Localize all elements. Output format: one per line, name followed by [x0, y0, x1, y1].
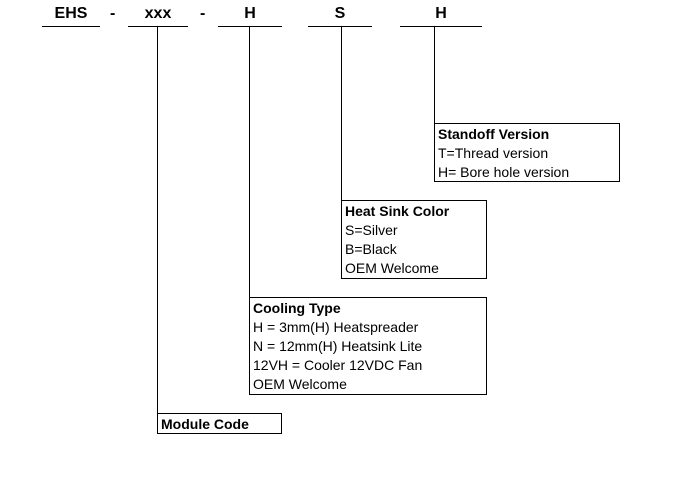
code-segment-color: S [334, 5, 346, 22]
connector-cooling [249, 27, 250, 323]
cooling-type-title: Cooling Type [253, 300, 341, 316]
cooling-type-box: Cooling Type H = 3mm(H) Heatspreader N =… [249, 297, 487, 395]
code-segment-series: EHS [54, 5, 88, 22]
connector-color [341, 27, 342, 228]
code-underline-module [128, 26, 188, 27]
module-code-title: Module Code [161, 416, 249, 432]
code-underline-color [308, 26, 372, 27]
module-code-box: Module Code [157, 413, 282, 434]
code-underline-standoff [400, 26, 482, 27]
color-option: B=Black [345, 241, 397, 257]
standoff-option: H= Bore hole version [438, 164, 570, 180]
code-segment-module: xxx [144, 5, 172, 22]
heat-sink-color-box: Heat Sink Color S=Silver B=Black OEM Wel… [341, 200, 487, 279]
connector-module [157, 27, 158, 432]
color-option: S=Silver [345, 222, 398, 238]
standoff-version-title: Standoff Version [438, 126, 550, 142]
connector-standoff [434, 27, 435, 151]
heat-sink-color-title: Heat Sink Color [345, 203, 450, 219]
code-underline-series [42, 26, 100, 27]
code-separator: - [200, 5, 206, 22]
color-option: OEM Welcome [345, 260, 439, 276]
code-underline-cooling [218, 26, 282, 27]
cooling-option: N = 12mm(H) Heatsink Lite [253, 338, 423, 354]
code-segment-standoff: H [435, 5, 447, 22]
cooling-option: OEM Welcome [253, 376, 347, 392]
standoff-version-box: Standoff Version T=Thread version H= Bor… [434, 123, 620, 182]
cooling-option: H = 3mm(H) Heatspreader [253, 319, 419, 335]
standoff-option: T=Thread version [438, 145, 549, 161]
code-segment-cooling: H [244, 5, 256, 22]
code-separator: - [110, 5, 116, 22]
cooling-option: 12VH = Cooler 12VDC Fan [253, 357, 423, 373]
